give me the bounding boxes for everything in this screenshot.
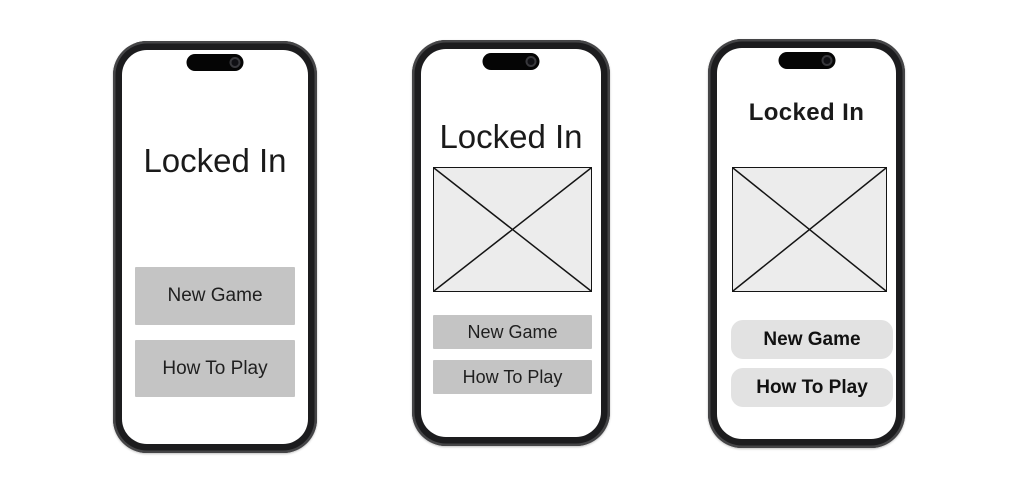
volume-down-button — [705, 187, 711, 220]
camera-icon — [525, 56, 537, 67]
power-button — [902, 164, 908, 219]
new-game-button[interactable]: New Game — [433, 315, 592, 349]
phone-mockup-styled: Locked In New Game How To Play — [705, 39, 908, 448]
volume-up-button — [705, 146, 711, 179]
new-game-button[interactable]: New Game — [135, 267, 295, 325]
volume-up-button — [409, 147, 415, 180]
action-button — [705, 116, 711, 131]
phone-screen: Locked In New Game How To Play — [717, 48, 896, 439]
phone-mockup-with-image: Locked In New Game How To Play — [409, 40, 613, 446]
power-button — [314, 166, 320, 221]
new-game-button[interactable]: New Game — [731, 320, 893, 359]
volume-down-button — [110, 189, 116, 222]
app-title: Locked In — [748, 99, 865, 126]
how-to-play-button[interactable]: How To Play — [731, 368, 893, 407]
volume-up-button — [110, 148, 116, 181]
image-placeholder — [433, 167, 592, 292]
image-placeholder — [732, 167, 887, 292]
dynamic-island — [186, 54, 244, 71]
app-title: Locked In — [143, 142, 287, 179]
app-title: Locked In — [439, 118, 583, 155]
dynamic-island — [778, 52, 835, 69]
dynamic-island — [482, 53, 540, 70]
camera-icon — [821, 55, 832, 66]
phone-screen: Locked In New Game How To Play — [122, 50, 308, 444]
action-button — [110, 118, 116, 133]
how-to-play-button[interactable]: How To Play — [433, 360, 592, 394]
volume-down-button — [409, 188, 415, 221]
phone-screen: Locked In New Game How To Play — [421, 49, 601, 437]
how-to-play-button[interactable]: How To Play — [135, 340, 295, 397]
camera-icon — [229, 57, 241, 68]
action-button — [409, 117, 415, 132]
power-button — [607, 165, 613, 220]
phone-mockup-basic: Locked In New Game How To Play — [110, 41, 320, 453]
